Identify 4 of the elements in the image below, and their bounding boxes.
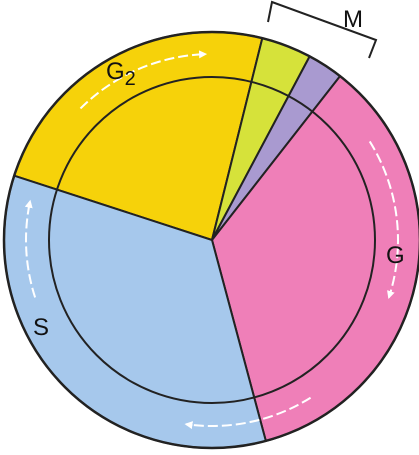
phase-label: G$_{2}$ (106, 60, 136, 89)
phase-label: G (386, 244, 405, 268)
phase-label: M (343, 8, 363, 32)
phase-label: S (33, 316, 50, 340)
